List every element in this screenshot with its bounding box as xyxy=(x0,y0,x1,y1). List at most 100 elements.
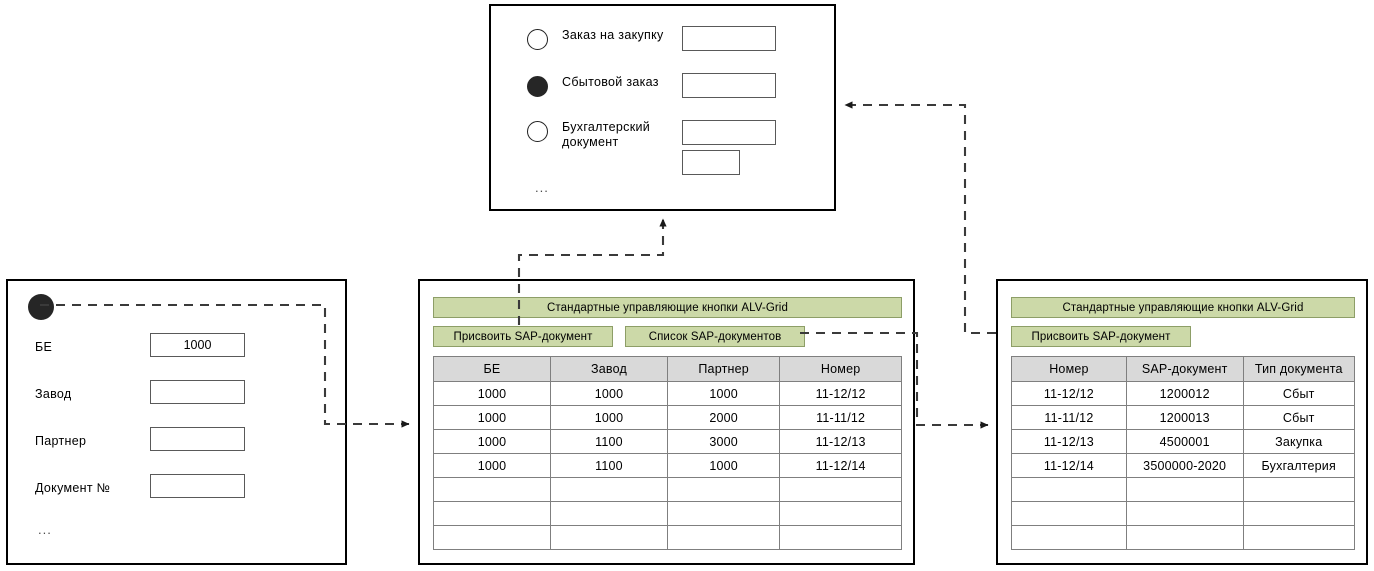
alv-main-empty-row[interactable] xyxy=(433,525,902,550)
alv-docs-standard-toolbar[interactable]: Стандартные управляющие кнопки ALV-Grid xyxy=(1011,297,1355,318)
alv-main-column-header[interactable]: Завод xyxy=(550,356,668,382)
alv-main-cell[interactable]: 1100 xyxy=(550,453,668,478)
alv-docs-empty-cell[interactable] xyxy=(1242,477,1355,502)
alv-docs-empty-cell[interactable] xyxy=(1011,501,1127,526)
input-accounting-document-year[interactable] xyxy=(682,150,740,175)
alv-main-cell[interactable]: 1000 xyxy=(666,381,781,406)
alv-main-empty-cell[interactable] xyxy=(666,501,781,526)
alv-main-cell[interactable]: 3000 xyxy=(666,429,781,454)
alv-main-cell[interactable]: 1000 xyxy=(550,381,668,406)
alv-docs-cell[interactable]: 3500000-2020 xyxy=(1125,453,1244,478)
alv-docs-empty-row[interactable] xyxy=(1011,525,1355,550)
alv-main-empty-cell[interactable] xyxy=(433,477,551,502)
alv-docs-column-header[interactable]: Номер xyxy=(1011,356,1127,382)
radio-purchase-order[interactable] xyxy=(527,29,548,50)
alv-main-button-sap-document-list[interactable]: Список SAP-документов xyxy=(625,326,805,347)
alv-main-column-header[interactable]: Партнер xyxy=(666,356,781,382)
alv-docs-button-assign-sap-document[interactable]: Присвоить SAP-документ xyxy=(1011,326,1191,347)
alv-main-cell[interactable]: 11-12/14 xyxy=(779,453,902,478)
alv-docs-empty-cell[interactable] xyxy=(1242,501,1355,526)
alv-main-cell[interactable]: 11-12/12 xyxy=(779,381,902,406)
alv-main-standard-toolbar[interactable]: Стандартные управляющие кнопки ALV-Grid xyxy=(433,297,902,318)
field-input-partner[interactable] xyxy=(150,427,245,451)
alv-main-button-assign-sap-document[interactable]: Присвоить SAP-документ xyxy=(433,326,613,347)
alv-main-empty-cell[interactable] xyxy=(666,477,781,502)
input-accounting-document-number[interactable] xyxy=(682,120,776,145)
field-label-partner: Партнер xyxy=(35,434,87,448)
alv-docs-cell[interactable]: Бухгалтерия xyxy=(1242,453,1355,478)
alv-main-empty-cell[interactable] xyxy=(779,525,902,550)
alv-docs-empty-cell[interactable] xyxy=(1242,525,1355,550)
input-screen-ellipsis: ... xyxy=(38,522,52,537)
alv-main-empty-row[interactable] xyxy=(433,501,902,526)
alv-docs-column-header[interactable]: Тип документа xyxy=(1242,356,1355,382)
alv-docs-cell[interactable]: 11-11/12 xyxy=(1011,405,1127,430)
alv-main-empty-cell[interactable] xyxy=(550,525,668,550)
alv-docs-cell[interactable]: Сбыт xyxy=(1242,405,1355,430)
alv-docs-empty-cell[interactable] xyxy=(1125,525,1244,550)
radio-accounting-document[interactable] xyxy=(527,121,548,142)
field-input-plant[interactable] xyxy=(150,380,245,404)
alv-main-column-header[interactable]: Номер xyxy=(779,356,902,382)
alv-docs-empty-row[interactable] xyxy=(1011,501,1355,526)
alv-docs-cell[interactable]: 1200012 xyxy=(1125,381,1244,406)
alv-docs-empty-row[interactable] xyxy=(1011,477,1355,502)
document-type-selection-screen: Заказ на закупку Сбытовой заказ Бухгалте… xyxy=(489,4,836,211)
input-purchase-order-number[interactable] xyxy=(682,26,776,51)
alv-main-empty-cell[interactable] xyxy=(550,501,668,526)
alv-docs-empty-cell[interactable] xyxy=(1011,525,1127,550)
alv-main-cell[interactable]: 1000 xyxy=(433,381,551,406)
alv-main-cell[interactable]: 1100 xyxy=(550,429,668,454)
input-sales-order-number[interactable] xyxy=(682,73,776,98)
field-input-be[interactable]: 1000 xyxy=(150,333,245,357)
alv-main-empty-cell[interactable] xyxy=(779,501,902,526)
radio-row-sales-order[interactable]: Сбытовой заказ xyxy=(527,75,659,97)
radio-row-accounting-document[interactable]: Бухгалтерский документ xyxy=(527,120,657,150)
alv-docs-cell[interactable]: 11-12/13 xyxy=(1011,429,1127,454)
selection-parameters-screen: БЕ 1000 Завод Партнер Документ № ... xyxy=(6,279,347,565)
alv-docs-column-header[interactable]: SAP-документ xyxy=(1125,356,1244,382)
alv-main-empty-cell[interactable] xyxy=(550,477,668,502)
alv-main-empty-cell[interactable] xyxy=(433,501,551,526)
alv-docs-cell[interactable]: Сбыт xyxy=(1242,381,1355,406)
alv-main-cell[interactable]: 1000 xyxy=(550,405,668,430)
alv-main-empty-cell[interactable] xyxy=(433,525,551,550)
alv-docs-cell[interactable]: 11-12/12 xyxy=(1011,381,1127,406)
alv-main-empty-row[interactable] xyxy=(433,477,902,502)
alv-main-cell[interactable]: 11-12/13 xyxy=(779,429,902,454)
alv-docs-empty-cell[interactable] xyxy=(1125,477,1244,502)
radio-row-purchase-order[interactable]: Заказ на закупку xyxy=(527,28,664,50)
alv-docs-cell[interactable]: 4500001 xyxy=(1125,429,1244,454)
alv-main-cell[interactable]: 11-11/12 xyxy=(779,405,902,430)
field-label-document-number: Документ № xyxy=(35,481,111,495)
alv-docs-cell[interactable]: Закупка xyxy=(1242,429,1355,454)
alv-docs-empty-cell[interactable] xyxy=(1011,477,1127,502)
alv-main-cell[interactable]: 2000 xyxy=(666,405,781,430)
alv-main-empty-cell[interactable] xyxy=(779,477,902,502)
alv-docs-cell[interactable]: 1200013 xyxy=(1125,405,1244,430)
alv-docs-cell[interactable]: 11-12/14 xyxy=(1011,453,1127,478)
alv-main-cell[interactable]: 1000 xyxy=(433,453,551,478)
alv-main-column-header[interactable]: БЕ xyxy=(433,356,551,382)
alv-main-cell[interactable]: 1000 xyxy=(433,429,551,454)
radio-label-purchase-order: Заказ на закупку xyxy=(562,28,664,42)
radio-sales-order[interactable] xyxy=(527,76,548,97)
alv-main-cell[interactable]: 1000 xyxy=(666,453,781,478)
alv-main-empty-cell[interactable] xyxy=(666,525,781,550)
alv-docs-empty-cell[interactable] xyxy=(1125,501,1244,526)
alv-main-cell[interactable]: 1000 xyxy=(433,405,551,430)
field-input-document-number[interactable] xyxy=(150,474,245,498)
